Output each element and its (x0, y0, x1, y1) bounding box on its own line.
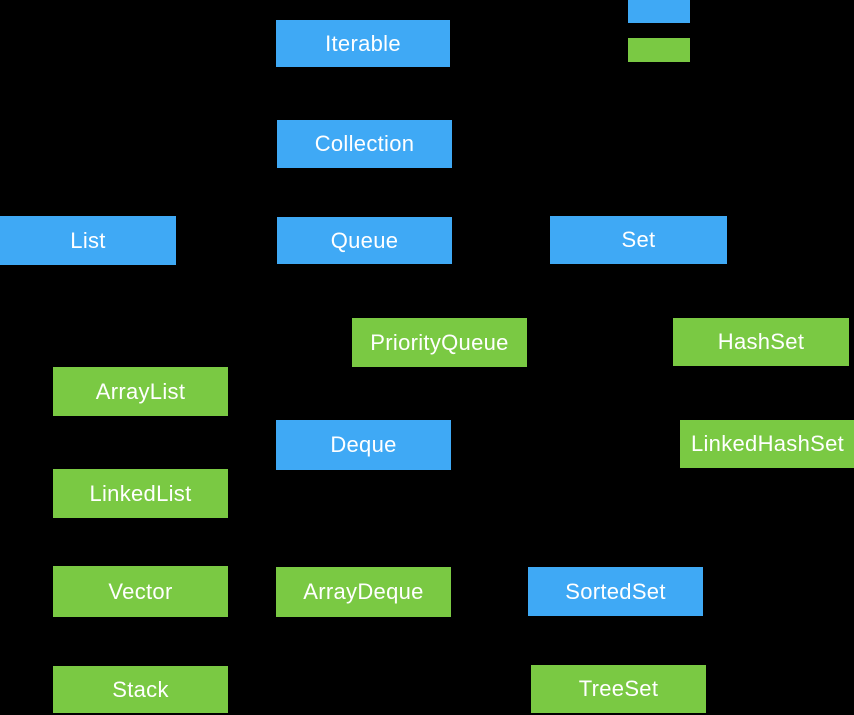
node-collection: Collection (277, 120, 452, 168)
node-vector: Vector (53, 566, 228, 617)
node-arraylist: ArrayList (53, 367, 228, 416)
node-iterable: Iterable (276, 20, 450, 67)
node-linkedlist: LinkedList (53, 469, 228, 518)
node-deque: Deque (276, 420, 451, 470)
node-list: List (0, 216, 176, 265)
legend-interface-swatch (628, 0, 690, 23)
node-linkedhashset: LinkedHashSet (680, 420, 854, 468)
node-sortedset: SortedSet (528, 567, 703, 616)
node-hashset: HashSet (673, 318, 849, 366)
node-arraydeque: ArrayDeque (276, 567, 451, 617)
node-set: Set (550, 216, 727, 264)
node-treeset: TreeSet (531, 665, 706, 713)
node-priorityqueue: PriorityQueue (352, 318, 527, 367)
node-queue: Queue (277, 217, 452, 264)
node-stack: Stack (53, 666, 228, 713)
legend-class-swatch (628, 38, 690, 62)
